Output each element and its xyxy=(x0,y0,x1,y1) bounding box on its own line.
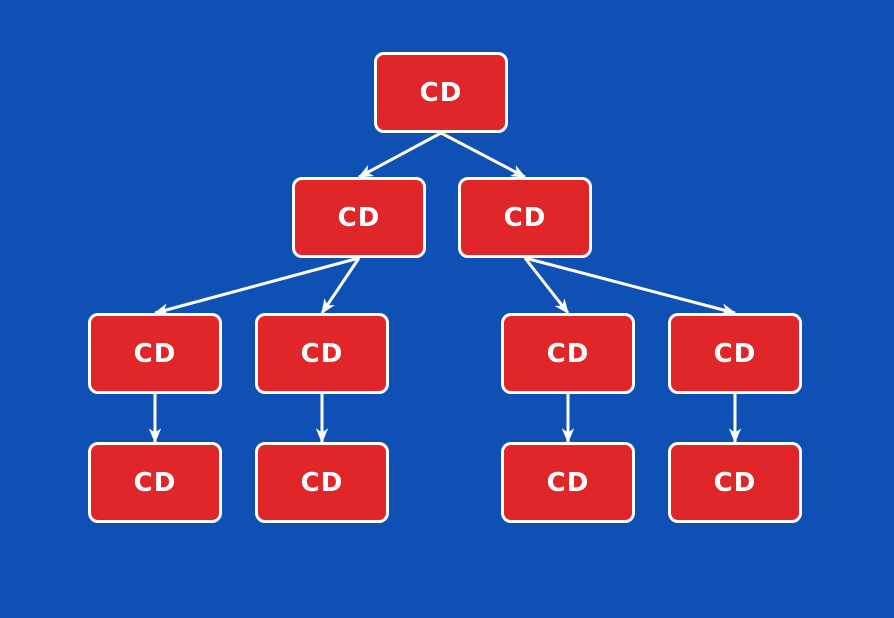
node-l3-d: CD xyxy=(668,442,802,523)
node-l1-left: CD xyxy=(292,177,426,258)
node-l2-a: CD xyxy=(88,313,222,394)
node-label: CD xyxy=(419,77,463,108)
edge-root-to-l1-right xyxy=(440,131,527,179)
node-root: CD xyxy=(374,52,508,133)
node-label: CD xyxy=(713,338,757,369)
node-label: CD xyxy=(300,338,344,369)
node-label: CD xyxy=(503,202,547,233)
node-l2-c: CD xyxy=(501,313,635,394)
edge-l1-left-to-l2-b xyxy=(320,257,361,315)
node-label: CD xyxy=(337,202,381,233)
edge-l1-right-to-l2-d xyxy=(524,256,737,316)
edge-root-to-l1-left xyxy=(357,131,442,179)
node-l3-c: CD xyxy=(501,442,635,523)
node-label: CD xyxy=(133,338,177,369)
edge-l1-left-to-l2-a xyxy=(153,256,360,316)
node-label: CD xyxy=(133,467,177,498)
node-label: CD xyxy=(713,467,757,498)
node-label: CD xyxy=(300,467,344,498)
node-l1-right: CD xyxy=(458,177,592,258)
node-l3-a: CD xyxy=(88,442,222,523)
node-label: CD xyxy=(546,338,590,369)
node-label: CD xyxy=(546,467,590,498)
edge-l1-right-to-l2-c xyxy=(523,257,570,314)
node-l3-b: CD xyxy=(255,442,389,523)
node-l2-b: CD xyxy=(255,313,389,394)
node-l2-d: CD xyxy=(668,313,802,394)
